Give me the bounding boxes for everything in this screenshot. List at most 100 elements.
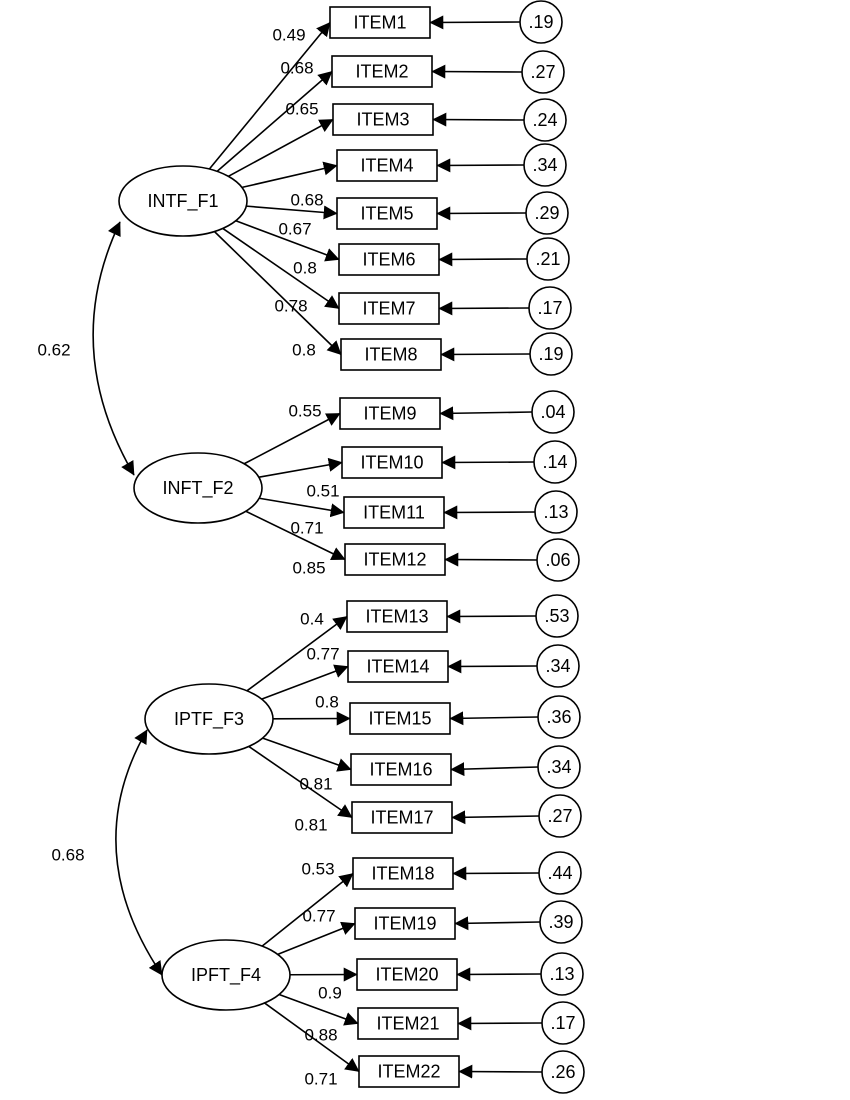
error-arrow	[432, 112, 525, 127]
error-variance-label: .27	[530, 62, 555, 82]
error-variance-label: .26	[550, 1062, 575, 1082]
error-variance-label: .34	[532, 155, 557, 175]
error-arrow	[436, 158, 525, 173]
error-variance-label: .13	[549, 964, 574, 984]
error-circle	[535, 594, 579, 638]
item-label: ITEM16	[369, 760, 432, 780]
error-arrow	[451, 810, 540, 825]
error-variance-label: .06	[545, 550, 570, 570]
item-label: ITEM7	[362, 299, 415, 319]
loading-label: 0.78	[274, 297, 307, 316]
factor-label: INFT_F2	[162, 478, 233, 499]
factor-ellipse	[144, 683, 274, 755]
loading-arrow	[248, 745, 353, 819]
error-variance-label: .17	[550, 1013, 575, 1033]
item-label: ITEM2	[355, 62, 408, 82]
error-arrow	[449, 711, 539, 726]
error-arrow	[458, 1064, 543, 1079]
error-variance-label: .19	[538, 344, 563, 364]
error-variance-label: .34	[545, 656, 570, 676]
error-arrow	[446, 609, 537, 624]
loading-label: 0.9	[318, 984, 342, 1003]
error-variance-label: .36	[546, 707, 571, 727]
item-box	[338, 292, 440, 325]
correlation-arrow	[115, 729, 163, 976]
item-label: ITEM8	[364, 345, 417, 365]
loading-label: 0.77	[306, 645, 339, 664]
loading-label: 0.68	[290, 191, 323, 210]
error-arrow	[440, 347, 531, 362]
item-label: ITEM14	[366, 657, 429, 677]
error-arrow	[454, 916, 541, 931]
error-circle	[537, 745, 581, 789]
loading-label: 0.51	[306, 482, 339, 501]
loading-label: 0.8	[292, 341, 316, 360]
loading-arrow	[216, 70, 333, 172]
error-circle	[536, 538, 580, 582]
item-label: ITEM22	[377, 1062, 440, 1082]
error-arrow	[438, 301, 530, 316]
error-variance-label: .21	[535, 249, 560, 269]
item-box	[350, 753, 452, 786]
factor-label: IPFT_F4	[191, 965, 261, 986]
item-box	[332, 103, 434, 136]
error-variance-label: .27	[547, 806, 572, 826]
error-variance-label: .29	[534, 203, 559, 223]
factor-label: IPTF_F3	[174, 709, 244, 730]
loading-arrow	[243, 412, 341, 465]
item-label: ITEM17	[370, 808, 433, 828]
item-label: ITEM5	[360, 204, 413, 224]
error-variance-label: .19	[528, 12, 553, 32]
loading-label: 0.88	[304, 1026, 337, 1045]
loading-label: 0.8	[293, 259, 317, 278]
loading-arrow	[277, 921, 356, 956]
error-arrow	[436, 206, 527, 221]
error-circle	[533, 440, 577, 484]
error-circle	[538, 794, 582, 838]
item-label: ITEM10	[360, 453, 423, 473]
item-label: ITEM12	[363, 550, 426, 570]
error-circle	[526, 237, 570, 281]
error-arrow	[439, 406, 533, 421]
error-arrow	[444, 552, 538, 567]
item-label: ITEM6	[362, 250, 415, 270]
factor-ellipse	[133, 452, 263, 524]
error-circle	[541, 1050, 585, 1094]
error-variance-label: .14	[542, 452, 567, 472]
error-circle	[528, 286, 572, 330]
loading-label: 0.4	[300, 610, 324, 629]
item-box	[347, 650, 449, 683]
loading-arrow	[261, 872, 354, 947]
item-label: ITEM13	[365, 607, 428, 627]
item-box	[352, 857, 454, 890]
loading-arrow	[246, 205, 338, 220]
loading-arrow	[241, 161, 338, 189]
loading-arrow	[228, 118, 334, 178]
error-circle	[540, 952, 584, 996]
item-box	[346, 600, 448, 633]
item-box	[340, 338, 442, 371]
error-circle	[523, 98, 567, 142]
item-box	[349, 702, 451, 735]
item-label: ITEM15	[368, 709, 431, 729]
item-box	[339, 397, 441, 430]
error-arrow	[452, 866, 540, 881]
correlation-label: 0.68	[51, 846, 84, 865]
error-arrow	[450, 762, 539, 777]
item-label: ITEM3	[356, 110, 409, 130]
loading-label: 0.8	[315, 693, 339, 712]
loading-arrow	[261, 664, 349, 700]
item-box	[351, 801, 453, 834]
item-box	[354, 907, 456, 940]
loading-label: 0.77	[302, 907, 335, 926]
loading-arrow	[259, 497, 345, 518]
loading-label: 0.81	[299, 775, 332, 794]
error-arrow	[456, 967, 542, 982]
factor-ellipse	[161, 939, 291, 1011]
loading-label: 0.85	[292, 559, 325, 578]
error-circle	[531, 390, 575, 434]
loading-arrow	[262, 737, 352, 772]
loading-arrow	[246, 615, 348, 692]
error-circle	[523, 143, 567, 187]
loading-label: 0.71	[304, 1070, 337, 1089]
